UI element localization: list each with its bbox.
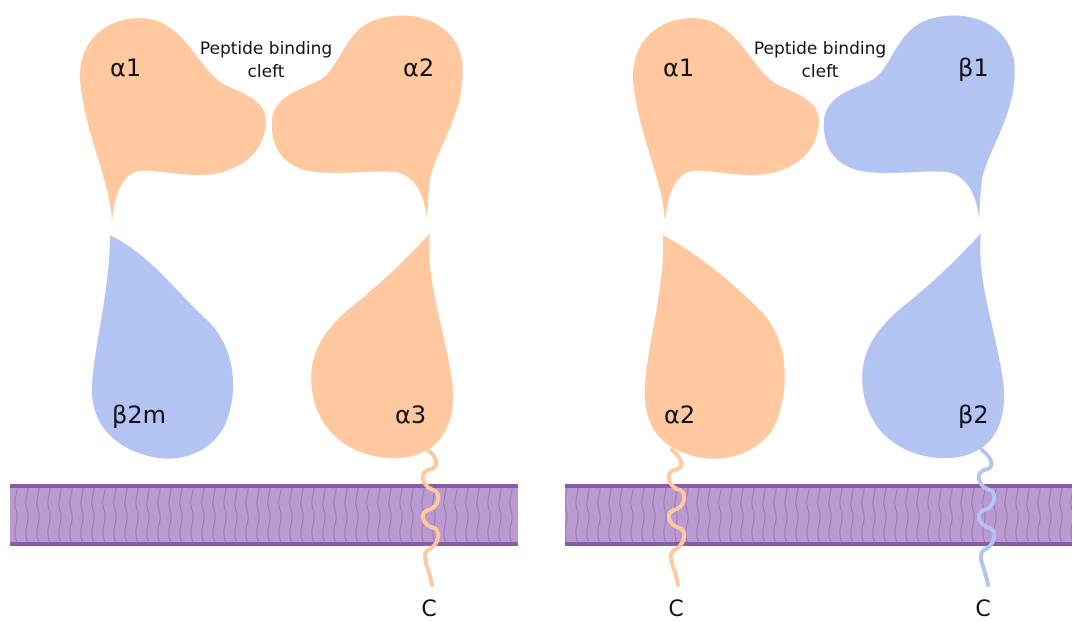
- alpha3-domain: [311, 233, 454, 459]
- alpha1-label: α1: [663, 54, 694, 82]
- beta2m-domain: [91, 235, 234, 459]
- cleft-label-line1: Peptide binding: [754, 39, 886, 59]
- beta1-label: β1: [958, 54, 989, 82]
- cell-membrane-right: [565, 484, 1072, 546]
- cleft-label-line1: Peptide binding: [200, 39, 332, 59]
- c-terminus-label: C: [421, 597, 436, 622]
- beta2-domain: [862, 233, 1005, 459]
- alpha2-label: α2: [664, 401, 695, 429]
- mhc-class-1: α1 α2 Peptide binding cleft β2m α3 C: [10, 15, 518, 622]
- alpha1-label: α1: [110, 54, 141, 82]
- alpha2-label: α2: [403, 54, 434, 82]
- beta2-label: β2: [958, 401, 989, 429]
- alpha1-domain: [632, 18, 819, 222]
- alpha2-domain: [271, 15, 463, 220]
- alpha-chain-tail-right: [666, 448, 687, 587]
- c-terminus-alpha-label: C: [668, 597, 683, 622]
- alpha1-domain: [79, 18, 266, 222]
- c-terminus-beta-label: C: [975, 597, 990, 622]
- cleft-label-line2: cleft: [802, 62, 839, 82]
- beta1-domain: [823, 15, 1015, 220]
- beta2m-label: β2m: [112, 401, 166, 429]
- cell-membrane-left: [10, 484, 518, 546]
- alpha3-label: α3: [395, 401, 426, 429]
- cleft-label-line2: cleft: [248, 62, 285, 82]
- alpha2-domain: [644, 235, 785, 459]
- beta-chain-tail-right: [976, 448, 997, 587]
- mhc-class-2: α1 β1 Peptide binding cleft α2 β2 C C: [565, 15, 1072, 622]
- alpha-chain-tail-left: [420, 448, 441, 587]
